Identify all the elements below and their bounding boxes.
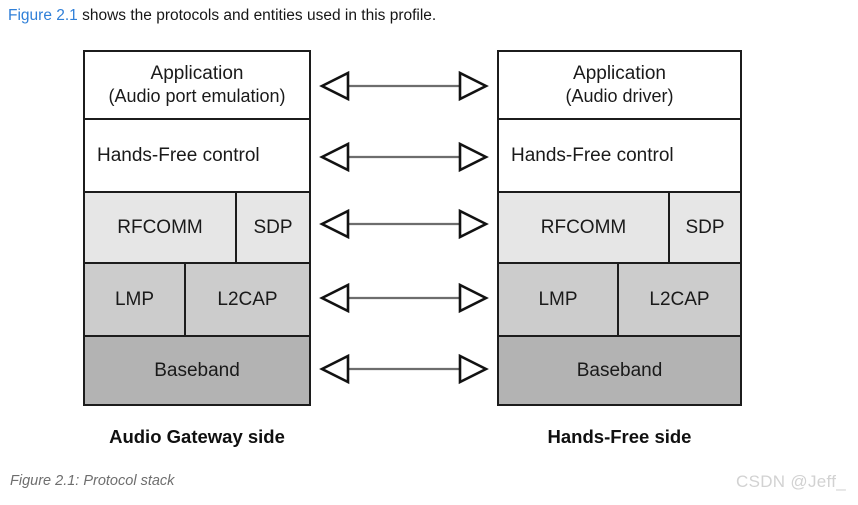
side-label-hands-free: Hands-Free side — [547, 426, 692, 447]
layer-baseband-left: Baseband — [85, 337, 309, 404]
cell-application-left-title: Application — [150, 62, 244, 84]
layer-rfcomm-sdp-right: RFCOMM SDP — [499, 193, 740, 264]
figure-reference-link[interactable]: Figure 2.1 — [8, 7, 78, 24]
cell-rfcomm-right: RFCOMM — [499, 193, 670, 262]
cell-application-right-subtitle: (Audio driver) — [565, 85, 674, 106]
cell-baseband-right: Baseband — [576, 360, 663, 382]
cell-l2cap-right: L2CAP — [649, 289, 710, 311]
cell-application-right-title: Application — [573, 62, 666, 84]
cell-sdp-right: SDP — [685, 217, 725, 238]
cell-hands-free-control-right: Hands-Free control — [511, 144, 674, 166]
layer-hands-free-control-left: Hands-Free control — [85, 119, 309, 194]
layer-application-left: Application (Audio port emulation) — [85, 52, 309, 120]
cell-l2cap-left: L2CAP — [217, 289, 278, 311]
layer-lmp-l2cap-right: LMP L2CAP — [499, 263, 740, 338]
cell-application-left: Application (Audio port emulation) — [85, 52, 309, 118]
cell-sdp-left: SDP — [253, 217, 293, 238]
connector-lmp-l2cap-double-arrow — [318, 281, 490, 315]
layer-hands-free-control-right: Hands-Free control — [499, 119, 740, 194]
connector-hands-free-control-double-arrow — [318, 140, 490, 174]
intro-sentence: Figure 2.1 shows the protocols and entit… — [8, 6, 436, 26]
layer-rfcomm-sdp-left: RFCOMM SDP — [85, 193, 309, 264]
layer-baseband-right: Baseband — [499, 337, 740, 404]
connector-rfcomm-sdp-double-arrow — [318, 207, 490, 241]
cell-lmp-right: LMP — [499, 263, 619, 336]
figure-caption: Figure 2.1: Protocol stack — [10, 473, 175, 489]
cell-application-right: Application (Audio driver) — [499, 52, 740, 118]
cell-application-left-subtitle: (Audio port emulation) — [108, 85, 286, 106]
watermark: CSDN @Jeff_ — [736, 472, 846, 491]
layer-application-right: Application (Audio driver) — [499, 52, 740, 120]
protocol-stack-diagram: Application (Audio port emulation) Hands… — [0, 38, 858, 468]
protocol-stack-hands-free: Application (Audio driver) Hands-Free co… — [497, 50, 742, 406]
cell-hands-free-control-left: Hands-Free control — [97, 144, 260, 166]
cell-baseband-left: Baseband — [154, 360, 240, 382]
intro-sentence-text: shows the protocols and entities used in… — [77, 7, 437, 24]
connector-application-double-arrow — [318, 69, 490, 103]
layer-lmp-l2cap-left: LMP L2CAP — [85, 263, 309, 338]
connector-baseband-double-arrow — [318, 352, 490, 386]
protocol-stack-audio-gateway: Application (Audio port emulation) Hands… — [83, 50, 311, 406]
side-label-audio-gateway: Audio Gateway side — [109, 426, 285, 447]
cell-rfcomm-left: RFCOMM — [85, 193, 237, 262]
cell-lmp-left: LMP — [85, 263, 186, 336]
